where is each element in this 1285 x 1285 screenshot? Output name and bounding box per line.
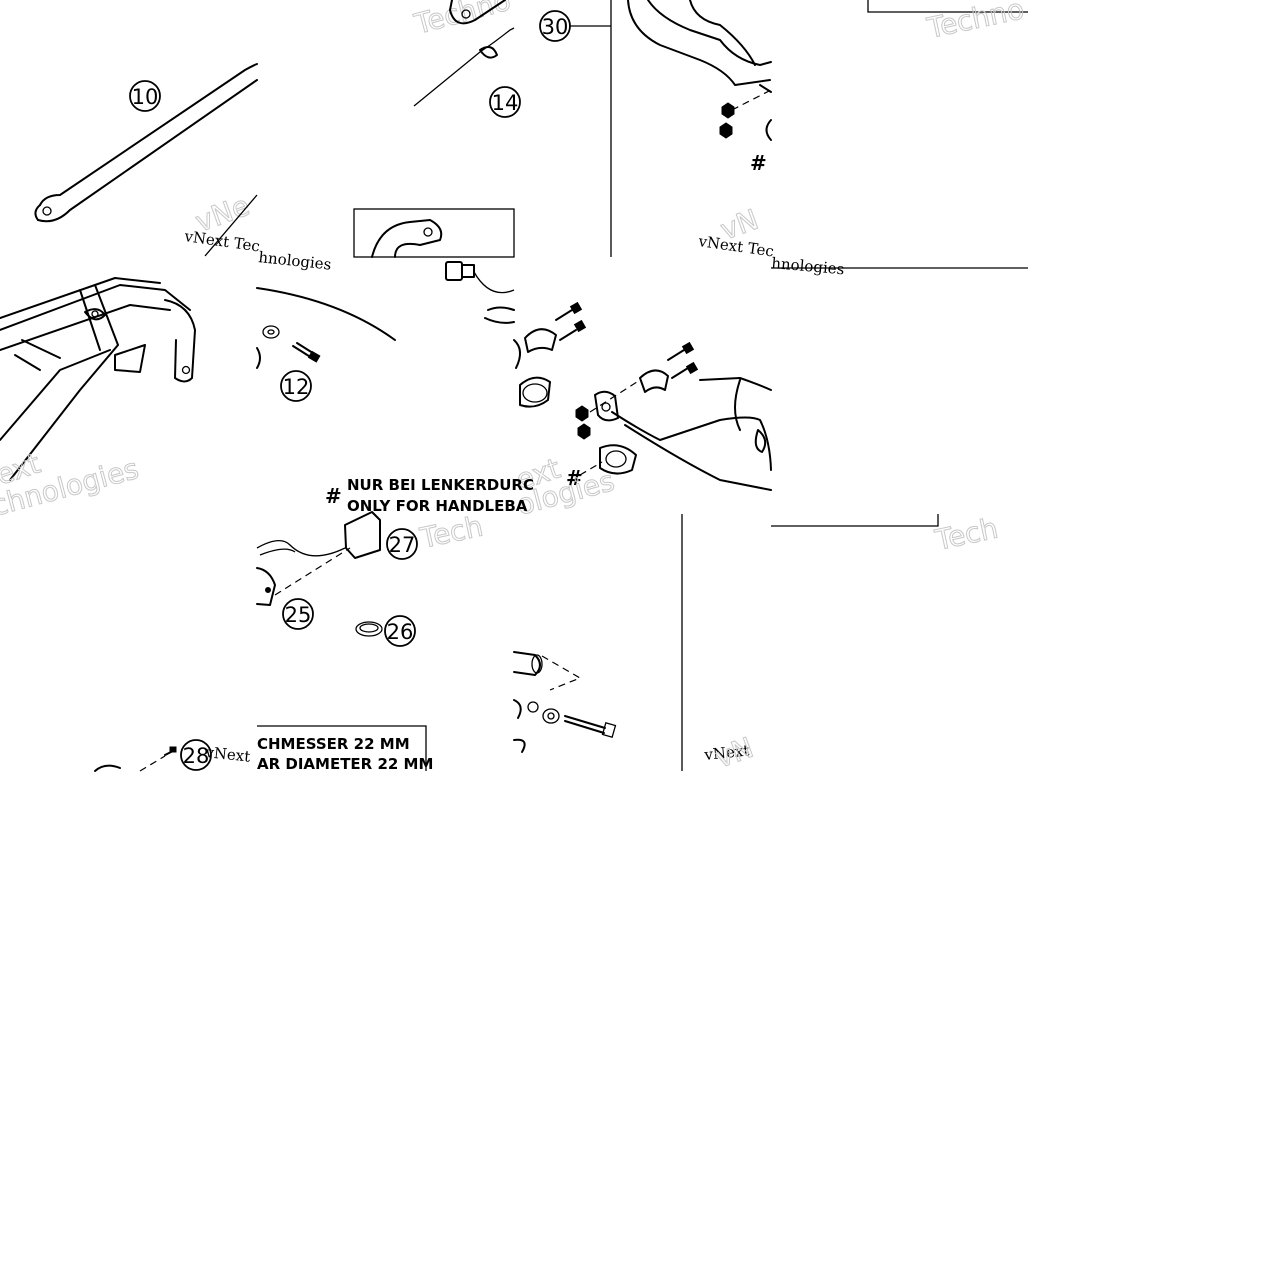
diameter-note-english: AR DIAMETER 22 MM [257,755,433,773]
callout-26-label: 26 [387,620,414,644]
callout-10: 10 [129,80,161,112]
watermark-text: vNext [204,743,252,766]
callout-10-label: 10 [132,85,159,109]
hash-mark: # [750,151,767,175]
watermark-text: hnologies [771,254,845,278]
watermark-text: vNext [703,741,751,764]
clamp-part [513,328,669,408]
connector-part [445,261,515,294]
watermark-outline: vNe [191,189,254,239]
callout-25: 25 [282,598,314,630]
support-bar-part [34,63,258,223]
handguard-part [594,377,772,491]
watermark-outline: Techno [410,0,514,41]
nut-part [575,405,591,440]
watermark-outline: vN [711,731,758,775]
callout-27-label: 27 [389,533,416,557]
watermark-text: hnologies [258,248,333,274]
note-german: NUR BEI LENKERDURC [347,476,534,494]
handguard-part [627,0,772,93]
callout-30-label: 30 [542,15,569,39]
callout-14-label: 14 [492,91,519,115]
watermark-outline: Techno [924,0,1027,45]
bracket-part [413,0,515,107]
callout-30: 30 [539,10,571,42]
screw-part [94,746,177,772]
watermark-outline: Tech [417,510,486,556]
clamp-bolts-part [555,301,699,379]
callout-27: 27 [386,528,418,560]
callout-12: 12 [280,370,312,402]
callout-28-label: 28 [183,744,210,768]
hash-mark: # [325,484,342,508]
callout-26: 26 [384,615,416,647]
indicator-lamp-part [256,567,276,606]
indicator-part [256,511,381,559]
callout-28: 28 [180,739,212,771]
long-bolt-part [513,699,617,753]
rear-rack-part [0,277,196,481]
bolt-part [292,342,321,363]
watermark-outline: Tech [932,512,1001,558]
grommet-part [355,621,383,637]
hash-mark: # [566,466,583,490]
note-english: ONLY FOR HANDLEBA [347,497,528,515]
callout-25-label: 25 [285,603,312,627]
tube-part [513,651,543,676]
diameter-note-german: CHMESSER 22 MM [257,735,410,753]
washer-part [262,325,280,339]
nut-part [719,102,735,139]
callout-14: 14 [489,86,521,118]
callout-12-label: 12 [283,375,310,399]
